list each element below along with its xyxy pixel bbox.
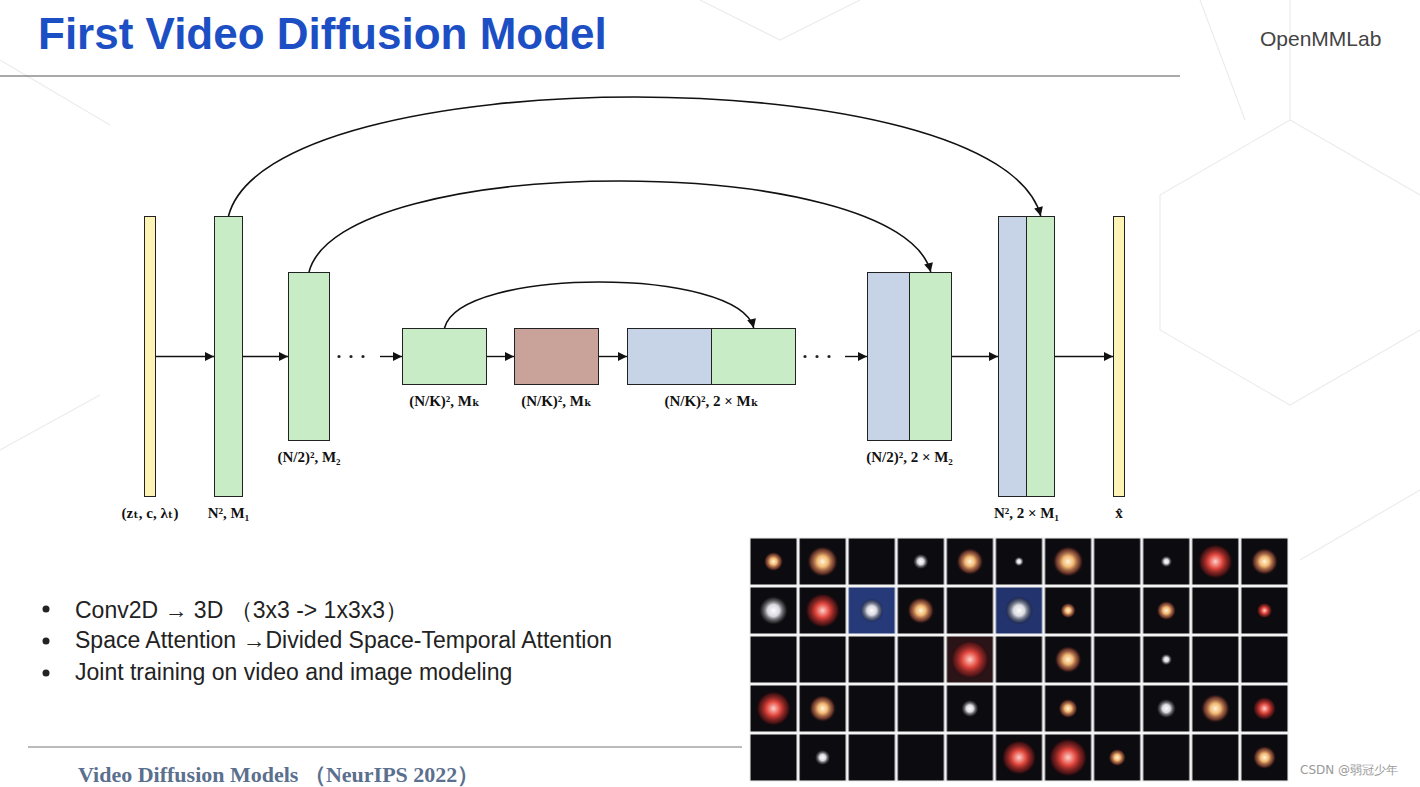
skip-connection <box>309 181 931 272</box>
concat-feature-block: (N/K)², 2 × Mₖ <box>627 328 796 385</box>
io-tensor-bar: (zₜ, c, λₜ) <box>144 216 156 497</box>
dimension-label: (N/K)², Mₖ <box>521 393 592 410</box>
bullet-point: Space Attention →Divided Space-Temporal … <box>75 627 612 654</box>
arrow-line <box>599 356 627 357</box>
skip-connection <box>229 97 1041 216</box>
logo-text: OpenMMLab <box>1260 27 1381 51</box>
dimension-label: (N/K)², 2 × Mₖ <box>664 393 758 410</box>
arrow-line <box>952 356 998 357</box>
connector <box>445 282 754 328</box>
connector <box>339 356 402 357</box>
concat-feature-block: N², 2 × M₁ <box>998 216 1055 497</box>
dimension-label: N², 2 × M₁ <box>994 505 1059 522</box>
fireworks-video-frames <box>749 537 1289 782</box>
ellipsis-dots <box>805 355 840 358</box>
bullet-point: Joint training on video and image modeli… <box>75 659 512 686</box>
io-tensor-bar: x̂ <box>1113 216 1125 497</box>
dimension-label: (N/K)², Mₖ <box>409 393 480 410</box>
feature-block: N², M₁ <box>214 216 243 497</box>
arrow-line <box>1055 356 1113 357</box>
ellipsis-dots <box>339 355 375 358</box>
connector <box>309 181 931 272</box>
dimension-label: (zₜ, c, λₜ) <box>122 505 179 522</box>
slide-title: First Video Diffusion Model <box>38 9 607 59</box>
dimension-label: x̂ <box>1115 505 1123 522</box>
bullet-point: Conv2D → 3D （3x3 -> 1x3x3） <box>75 595 408 626</box>
connector <box>487 356 514 357</box>
connector <box>952 356 998 357</box>
connector <box>805 356 867 357</box>
feature-block: (N/K)², Mₖ <box>402 328 487 385</box>
arrow-line <box>243 356 288 357</box>
feature-block: (N/2)², M₂ <box>288 272 330 441</box>
watermark: CSDN @弱冠少年 <box>1300 762 1398 779</box>
connector <box>1055 356 1113 357</box>
arrow-line <box>156 356 214 357</box>
connector <box>599 356 627 357</box>
connector <box>156 356 214 357</box>
paper-caption: Video Diffusion Models （NeurIPS 2022） <box>78 760 479 787</box>
connector <box>243 356 288 357</box>
arrow-line <box>380 356 402 357</box>
concat-feature-block: (N/2)², 2 × M₂ <box>867 272 952 441</box>
feature-block: (N/K)², Mₖ <box>514 328 599 385</box>
arrow-line <box>487 356 514 357</box>
dimension-label: (N/2)², M₂ <box>277 449 340 466</box>
dimension-label: N², M₁ <box>208 505 249 522</box>
dimension-label: (N/2)², 2 × M₂ <box>866 449 953 466</box>
skip-connection <box>445 282 754 328</box>
connector <box>229 97 1041 216</box>
arrow-line <box>845 356 867 357</box>
